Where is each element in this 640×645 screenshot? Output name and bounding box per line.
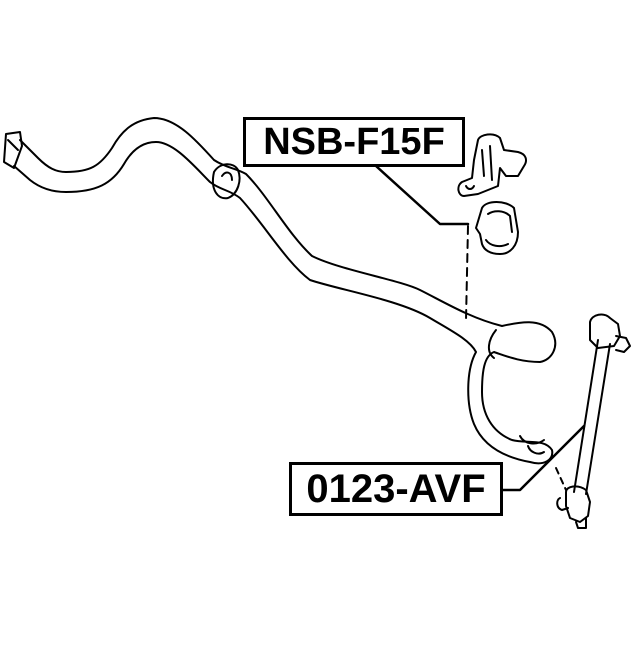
link-alignment-dashed [555, 467, 567, 491]
part-label-link: 0123-AVF [289, 462, 503, 516]
link-top-ball-joint [589, 313, 621, 349]
link-bottom-ball-joint [565, 485, 591, 523]
bushing-bracket [457, 133, 527, 197]
rubber-bushing [475, 201, 519, 255]
leader-line-link [501, 424, 586, 492]
alignment-line-dashed [465, 225, 469, 321]
part-number-bushing: NSB-F15F [263, 121, 445, 163]
bar-bushing-collar [212, 163, 241, 200]
stabilizer-link-rod [573, 339, 611, 495]
stabilizer-bar-outline [13, 117, 557, 465]
part-label-bushing: NSB-F15F [243, 117, 465, 167]
part-number-link: 0123-AVF [306, 467, 486, 511]
leader-line-bushing [374, 164, 470, 226]
bar-end-left [3, 131, 23, 169]
